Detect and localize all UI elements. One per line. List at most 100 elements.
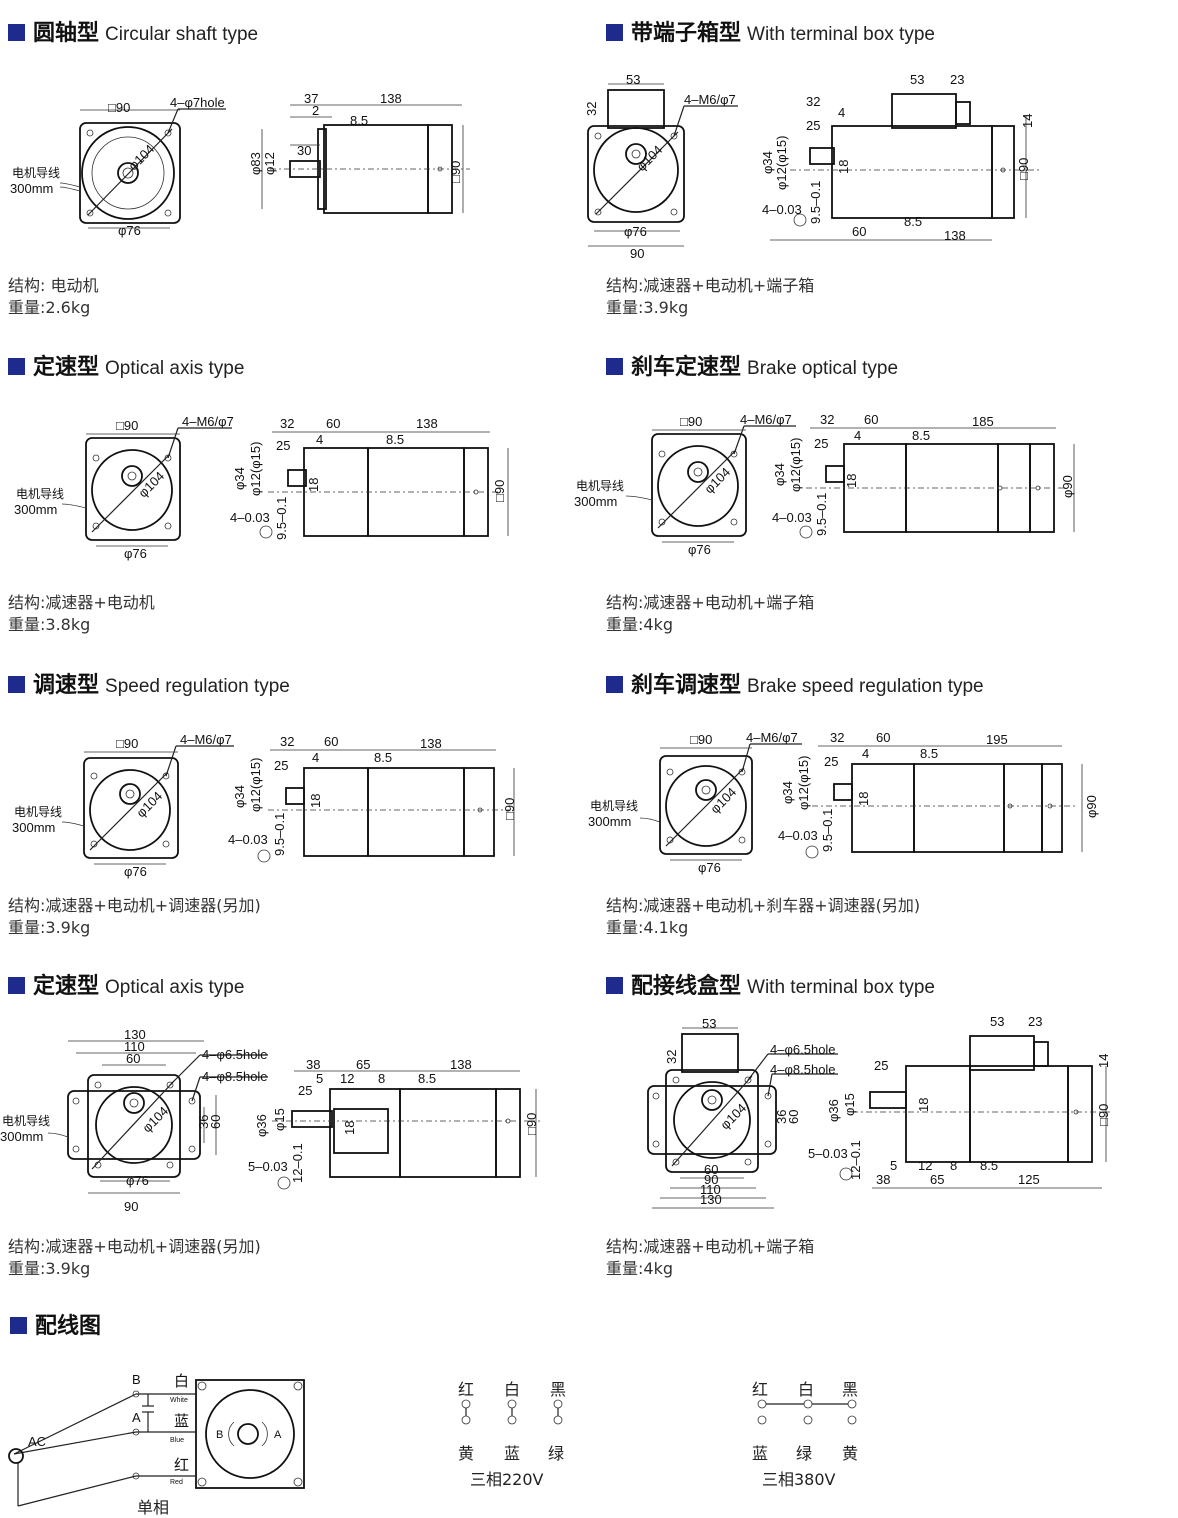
drawing-junction-box: 53 32 4–φ6.5hole 4–φ8.5hole φ104 36 60 6… xyxy=(647,1014,1111,1209)
dim-label: 60 xyxy=(126,1051,140,1066)
dim-label: 32 xyxy=(806,94,820,109)
dim-label: 125 xyxy=(1018,1172,1040,1187)
dim-label: 130 xyxy=(700,1192,722,1207)
dim-label: 53 xyxy=(626,72,640,87)
dim-square: □90 xyxy=(690,732,712,747)
dim-square: □90 xyxy=(680,414,702,429)
dim-label: 65 xyxy=(356,1057,370,1072)
dim-hole: 4–M6/φ7 xyxy=(684,92,736,107)
spec-block: 结构:减速器+电动机+端子箱 重量:4kg xyxy=(606,1236,814,1280)
dim-label: 23 xyxy=(1028,1014,1042,1029)
wire-blue-en: Blue xyxy=(170,1437,184,1444)
dim-diameter: φ104 xyxy=(133,788,165,820)
lead-wire-length: 300mm xyxy=(574,494,617,509)
wire-red-en: Red xyxy=(170,1479,183,1486)
wire-color: 黑 xyxy=(842,1380,859,1399)
single-phase-label: 单相 xyxy=(137,1498,170,1517)
dim-label: 60 xyxy=(864,412,878,427)
dim-bottom: φ76 xyxy=(126,1173,149,1188)
dim-label: 14 xyxy=(1020,114,1035,128)
dim-label: φ34 xyxy=(232,467,247,490)
dim-label: 2 xyxy=(312,103,319,118)
dim-label: 4–0.03 xyxy=(762,202,802,217)
dim-label: 60 xyxy=(208,1115,223,1129)
structure-text: 结构: 电动机 xyxy=(8,276,99,295)
dim-label: φ83 xyxy=(248,152,263,175)
dim-bottom: φ76 xyxy=(118,223,141,238)
drawing-brake-speed-regulation: □90 4–M6/φ7 φ104 φ76 电机导线 300mm 32 60 19… xyxy=(588,730,1099,875)
wiring-single-phase: B A AC 白 White 蓝 Blue 红 Red B A xyxy=(8,1372,305,1507)
dim-label: 8.5 xyxy=(418,1071,436,1086)
dim-label: φ90 xyxy=(1060,475,1075,498)
rotation-b: B xyxy=(216,1429,223,1441)
wire-blue: 蓝 xyxy=(174,1412,189,1430)
bullet-square-icon xyxy=(8,977,25,994)
dim-label: 138 xyxy=(416,416,438,431)
bullet-square-icon xyxy=(8,676,25,693)
structure-text: 结构:减速器+电动机+端子箱 xyxy=(606,1237,815,1256)
dim-label: 12 xyxy=(340,1071,354,1086)
front-view xyxy=(47,1040,268,1194)
dim-square: □90 xyxy=(108,100,130,115)
lead-wire-label: 电机导线 xyxy=(590,799,638,813)
lead-wire-label: 电机导线 xyxy=(14,805,62,819)
dim-hole: 4–φ6.5hole xyxy=(770,1042,836,1057)
dim-label: 138 xyxy=(380,91,402,106)
dim-label: 18 xyxy=(836,160,851,174)
wire-color: 绿 xyxy=(548,1444,565,1463)
dim-label: □90 xyxy=(502,798,517,820)
bullet-square-icon xyxy=(606,358,623,375)
dim-label: 12–0.1 xyxy=(848,1140,863,1180)
front-view xyxy=(59,108,226,229)
bullet-square-icon xyxy=(10,1317,27,1334)
dim-label: 110 xyxy=(700,1182,721,1197)
dim-label: φ15 xyxy=(272,1108,287,1131)
dim-label: 65 xyxy=(930,1172,944,1187)
dim-label: 25 xyxy=(274,758,288,773)
weight-text: 重量:3.9kg xyxy=(8,1259,91,1278)
wire-color: 白 xyxy=(504,1380,521,1399)
wiring-three-phase-220v xyxy=(461,1399,563,1425)
dim-width: 90 xyxy=(630,246,644,261)
dim-label: 14 xyxy=(1096,1054,1111,1068)
lead-wire-length: 300mm xyxy=(10,181,53,196)
section-title: 配线图 xyxy=(10,1308,101,1340)
dim-label: φ12(φ15) xyxy=(796,756,811,810)
dim-label: φ34 xyxy=(772,463,787,486)
side-view xyxy=(805,745,1083,859)
dim-label: 185 xyxy=(972,414,994,429)
dim-label: □90 xyxy=(448,161,463,183)
lead-wire-label: 电机导线 xyxy=(12,166,60,180)
dim-label: 8.5 xyxy=(374,750,392,765)
structure-text: 结构:减速器+电动机+调速器(另加) xyxy=(8,896,261,915)
dim-label: 12–0.1 xyxy=(290,1143,305,1183)
dim-label: 8.5 xyxy=(350,113,368,128)
dim-label: φ90 xyxy=(1084,795,1099,818)
rotation-arrow-icon xyxy=(237,1423,259,1445)
lead-wire-length: 300mm xyxy=(0,1129,43,1144)
dim-label: 18 xyxy=(306,478,321,492)
front-view xyxy=(61,745,234,865)
dim-label: 32 xyxy=(820,412,834,427)
dim-label: 25 xyxy=(298,1083,312,1098)
lead-wire-label: 电机导线 xyxy=(16,487,64,501)
dim-label: 5 xyxy=(316,1071,323,1086)
bullet-square-icon xyxy=(606,24,623,41)
spec-block: 结构:减速器+电动机+端子箱 重量:3.9kg xyxy=(606,275,814,319)
structure-text: 结构:减速器+电动机+调速器(另加) xyxy=(8,1237,261,1256)
weight-text: 重量:2.6kg xyxy=(8,298,91,317)
structure-text: 结构:减速器+电动机+刹车器+调速器(另加) xyxy=(606,896,921,915)
dim-label: 5–0.03 xyxy=(808,1146,848,1161)
bullet-square-icon xyxy=(606,977,623,994)
dim-label: 18 xyxy=(342,1121,357,1135)
rotation-a: A xyxy=(274,1429,282,1441)
drawing-terminal-box: 53 4–M6/φ7 32 φ104 φ76 90 53 23 32 25 4 … xyxy=(584,72,1040,261)
dim-label: 25 xyxy=(874,1058,888,1073)
dim-label: 60 xyxy=(704,1162,718,1177)
dim-label: 60 xyxy=(326,416,340,431)
side-view xyxy=(259,431,509,539)
